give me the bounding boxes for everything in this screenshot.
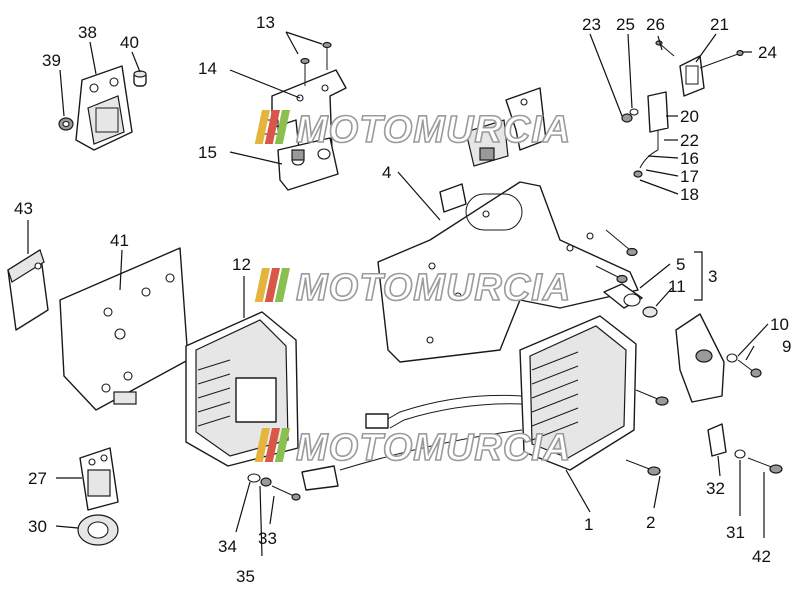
callout-20: 20 [680,107,699,126]
callout-27: 27 [28,469,47,488]
callout-9: 9 [782,337,791,356]
part-33-34-35-fasteners [247,473,301,501]
callout-31: 31 [726,523,745,542]
part-42-bolt [747,457,783,474]
callout-22: 22 [680,131,699,150]
callout-35: 35 [236,567,255,586]
callout-41: 41 [110,231,129,250]
callout-3: 3 [708,267,717,286]
callout-14: 14 [198,59,217,78]
callout-24: 24 [758,43,777,62]
watermark-text: MOTOMURCIA [296,109,571,151]
watermark-bottom: MOTOMURCIA [254,426,571,470]
callout-labels: 13 14 15 38 40 39 4 12 41 43 23 25 26 21… [14,13,791,586]
part-5-spacer [603,283,643,309]
callout-21: 21 [710,15,729,34]
watermark-text: MOTOMURCIA [296,267,571,309]
part-21-bracket [679,55,705,97]
part-23-25-washers [621,108,639,123]
callout-32: 32 [706,479,725,498]
callout-25: 25 [616,15,635,34]
part-2-bolts [625,389,669,476]
part-bolts-upper [595,229,638,284]
part-11-bush [642,306,658,318]
part-39-nut [58,117,74,131]
part-31-washer [734,449,746,459]
part-15-relay [277,137,339,191]
part-30-grommet [77,514,119,546]
part-4-frame-plate [377,87,639,363]
watermark-top: MOTOMURCIA [254,108,571,152]
callout-15: 15 [198,143,217,162]
callout-18: 18 [680,185,699,204]
part-13-screws [300,41,332,86]
callout-12: 12 [232,255,251,274]
callout-43: 43 [14,199,33,218]
callout-34: 34 [218,537,237,556]
callout-13: 13 [256,13,275,32]
callout-11: 11 [668,277,686,296]
callout-4: 4 [382,163,391,182]
callout-33: 33 [258,529,277,548]
part-24-screw [699,49,744,69]
cable-harness [301,394,523,491]
callout-16: 16 [680,149,699,168]
callout-2: 2 [646,513,655,532]
part-40-spacer [133,70,147,87]
callout-38: 38 [78,23,97,42]
callout-42: 42 [752,547,771,566]
leader-lines [27,31,769,557]
callout-26: 26 [646,15,665,34]
callout-1: 1 [584,515,593,534]
part-20-sensor [633,91,669,178]
callout-39: 39 [42,51,61,70]
callout-5: 5 [676,255,685,274]
callout-30: 30 [28,517,47,536]
part-38-bracket [75,65,133,151]
part-32-clip [707,423,727,457]
watermark-middle: MOTOMURCIA [254,266,571,310]
watermark-text: MOTOMURCIA [296,427,571,469]
part-27-bracket [79,447,119,511]
part-1-regulator [519,315,637,471]
part-10-washer [726,353,738,363]
callout-40: 40 [120,33,139,52]
part-3-rubber-mount [675,313,725,403]
part-43-module [7,249,49,331]
callout-17: 17 [680,167,699,186]
callout-23: 23 [582,15,601,34]
part-26-pin [655,40,675,57]
part-12-regulator [185,311,299,467]
part-41-plate [59,247,189,411]
callout-10: 10 [770,315,789,334]
part-9-screw [737,359,762,378]
